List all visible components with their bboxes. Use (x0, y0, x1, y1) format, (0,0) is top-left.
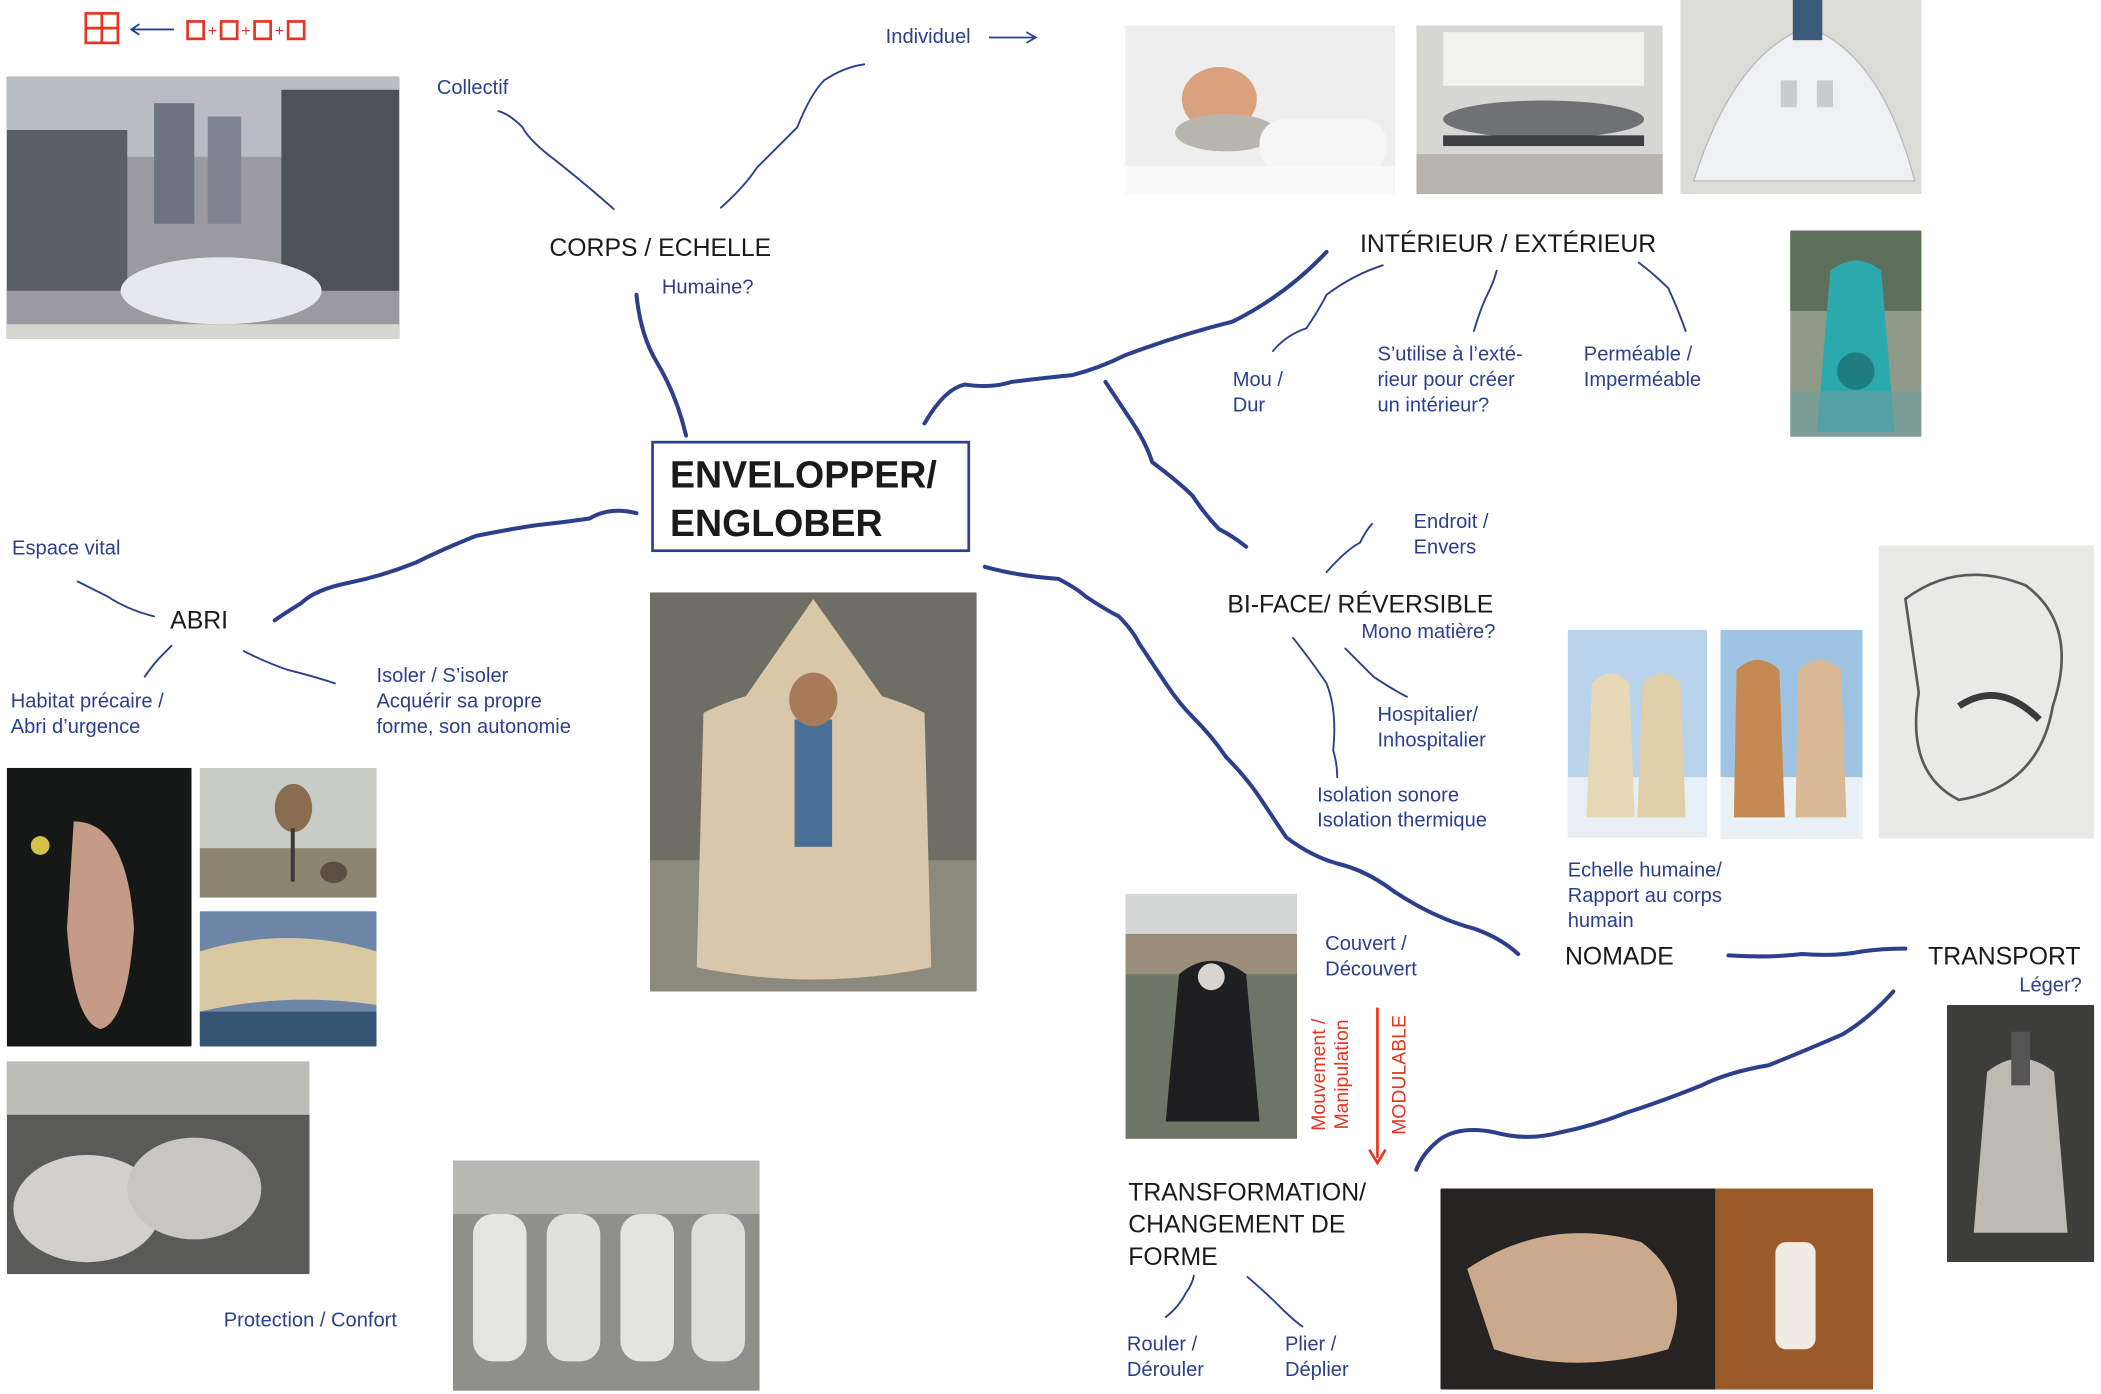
photo-nest-pole (199, 767, 377, 898)
node-transport: TRANSPORT (1928, 941, 2081, 971)
plus-sign: + (274, 20, 285, 40)
center-node: ENVELOPPER/ ENGLOBER (651, 440, 971, 553)
link-center-abri (272, 508, 639, 623)
plus-sign: + (207, 20, 218, 40)
link-biface-isolation (1292, 636, 1339, 779)
square-icon (286, 20, 306, 41)
modulable-arrow (1368, 1007, 1387, 1166)
square-icon (253, 20, 273, 41)
node-abri: ABRI (170, 605, 229, 634)
link-biface-endroit (1325, 522, 1374, 574)
label-mono-matiere: Mono matière? (1361, 620, 1496, 644)
link-transformation-plier (1246, 1276, 1304, 1328)
photo-transport-figure (1946, 1004, 2095, 1263)
label-espace-vital: Espace vital (12, 537, 121, 561)
node-corps-echelle: CORPS / ECHELLE (549, 233, 772, 262)
label-echelle-humaine: Echelle humaine/ Rapport au corps humain (1567, 858, 1722, 933)
photo-black-cloak-bridge (1125, 893, 1298, 1139)
node-nomade: NOMADE (1565, 941, 1674, 971)
label-humaine: Humaine? (661, 276, 754, 299)
photo-sketch-hands (1878, 545, 2095, 839)
modulable-annotation: Mouvement / Manipulation MODULABLE (1309, 1005, 1416, 1146)
photo-shelter-domes (6, 1061, 310, 1275)
arrow-right-icon (988, 31, 1038, 44)
label-rouler: Rouler / Dérouler (1126, 1333, 1204, 1382)
label-hospitalier: Hospitalier/ Inhospitalier (1377, 703, 1486, 752)
link-corps-individuel (719, 63, 866, 209)
label-couvert: Couvert / Découvert (1325, 932, 1417, 981)
photo-felt-cloak-man (649, 592, 977, 992)
link-transport-transformation (1414, 989, 1896, 1172)
square-icon (219, 20, 239, 41)
photo-felt-object (1440, 1188, 1874, 1390)
link-abri-isoler (242, 650, 336, 685)
link-corps-collectif (497, 110, 615, 210)
link-abri-habitat (143, 644, 173, 678)
photo-sleeping-bag-bench (1416, 25, 1663, 195)
label-sutilise: S’utilise à l’exté- rieur pour créer un … (1377, 343, 1523, 417)
label-leger: Léger? (2019, 974, 2082, 997)
label-habitat-precaire: Habitat précaire / Abri d’urgence (10, 690, 164, 739)
link-center-corps (634, 292, 689, 438)
node-biface: BI-FACE/ RÉVERSIBLE (1227, 589, 1494, 618)
label-permeable: Perméable / Imperméable (1583, 343, 1702, 392)
photo-tent (1680, 0, 1922, 195)
link-center-nomade (982, 564, 1521, 957)
link-interieur-permeable (1637, 261, 1687, 332)
label-collectif: Collectif (436, 76, 509, 100)
link-biface-hospitalier (1344, 647, 1408, 698)
node-interieur-exterieur: INTÉRIEUR / EXTÉRIEUR (1360, 229, 1657, 258)
label-isoler: Isoler / S’isoler Acquérir sa propre for… (376, 664, 571, 739)
label-isolation: Isolation sonore Isolation thermique (1317, 783, 1487, 833)
link-center-biface (1103, 379, 1249, 549)
grid-square-icon (84, 12, 120, 45)
photo-inuit-pair-1 (1567, 629, 1708, 838)
label-individuel: Individuel (885, 25, 971, 49)
link-nomade-transport (1726, 946, 1908, 959)
photo-teal-garment (1790, 230, 1922, 437)
plus-sign: + (241, 20, 251, 40)
node-transformation: TRANSFORMATION/ CHANGEMENT DE FORME (1128, 1177, 1367, 1271)
link-interieur-mou (1271, 264, 1384, 352)
arrow-left-icon (129, 23, 175, 36)
square-icon (186, 20, 206, 41)
label-mouvement: Mouvement / Manipulation (1309, 1018, 1354, 1131)
photo-collectif-rooftop (6, 76, 400, 339)
legend-squares: + + + (84, 12, 352, 47)
link-abri-espace (76, 580, 156, 618)
photo-weaver-nest (6, 767, 192, 1047)
photo-sleeping-pillow (1125, 25, 1395, 195)
label-endroit-envers: Endroit / Envers (1413, 510, 1489, 559)
label-modulable: MODULABLE (1389, 1014, 1411, 1135)
label-protection-confort: Protection / Confort (223, 1309, 397, 1332)
label-plier: Plier / Déplier (1284, 1333, 1349, 1382)
label-mou-dur: Mou / Dur (1232, 368, 1283, 417)
link-transformation-rouler (1164, 1274, 1195, 1319)
link-center-interieur (922, 249, 1329, 426)
center-title: ENVELOPPER/ ENGLOBER (669, 454, 937, 545)
photo-nest-colony (199, 911, 377, 1047)
photo-inuit-pair-2 (1720, 629, 1863, 839)
link-interieur-sutilise (1472, 269, 1498, 332)
photo-padded-suits (452, 1160, 760, 1391)
